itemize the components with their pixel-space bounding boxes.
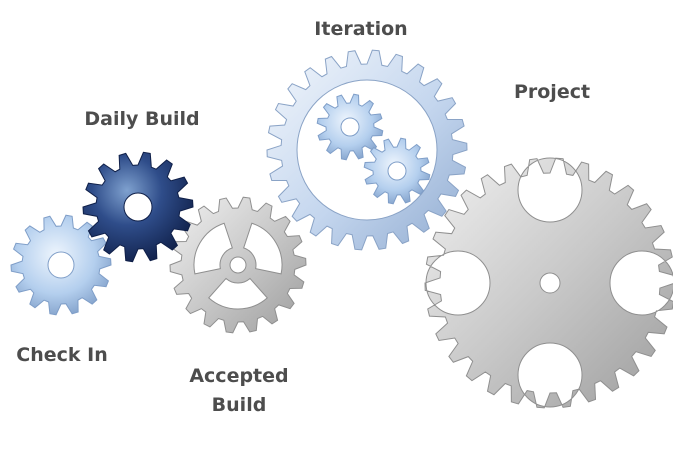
accepted-build-label-line2: Build (212, 394, 267, 416)
iteration-inner-gear-right (363, 137, 431, 205)
daily-build-label: Daily Build (84, 108, 199, 130)
iteration-label: Iteration (314, 18, 407, 40)
iteration-gear (266, 49, 468, 251)
check-in-gear (10, 214, 112, 316)
project-gear (424, 157, 673, 409)
accepted-build-gear (169, 196, 307, 334)
check-in-label: Check In (16, 344, 107, 366)
daily-build-gear (82, 151, 194, 263)
iteration-inner-gear-left (316, 93, 384, 161)
accepted-build-label-line1: Accepted (189, 365, 288, 387)
project-label: Project (514, 81, 590, 103)
